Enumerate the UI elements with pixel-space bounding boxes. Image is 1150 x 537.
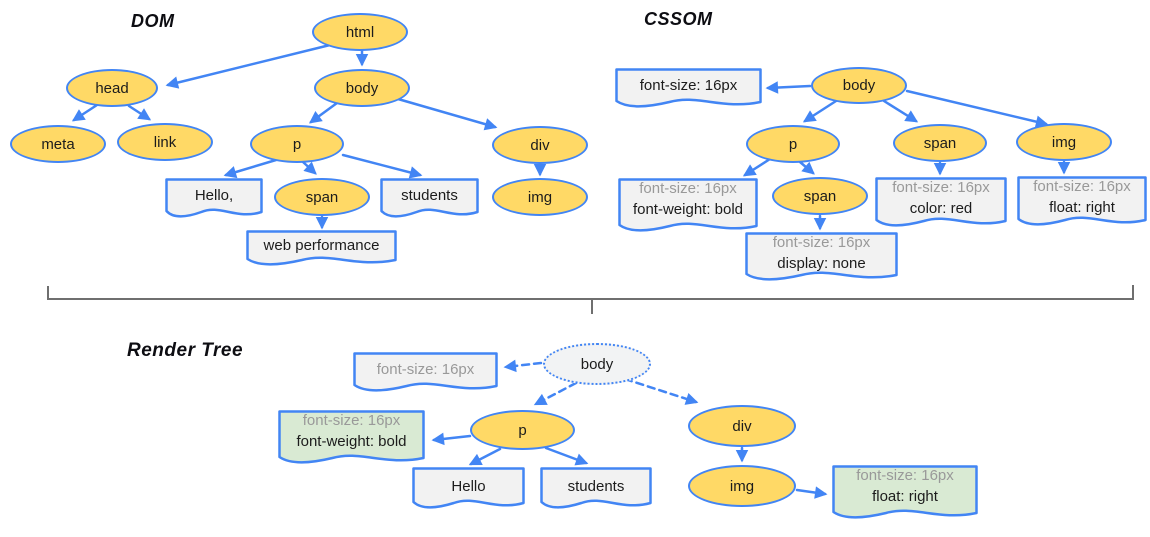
arrow-cssom-body-img [905, 89, 1049, 128]
style-rule: font-weight: bold [632, 201, 744, 218]
arrow-cssom-body-style [765, 81, 812, 94]
style-rule-inherited: font-size: 16px [892, 179, 990, 196]
dom-node-div: div [492, 126, 588, 164]
text-node-label: Hello [451, 478, 486, 495]
arrow-rt-body-div [623, 377, 699, 405]
arrow-rt-p-style [431, 432, 472, 446]
arrow-p-span [301, 160, 317, 175]
style-rule: float: right [1049, 199, 1115, 216]
arrow-html-head [165, 43, 332, 89]
rt-text-hello: Hello [412, 467, 525, 512]
rt-style-img: font-size: 16px float: right [832, 465, 978, 522]
rt-style-body: font-size: 16px [353, 352, 498, 395]
node-label: body [580, 355, 614, 373]
dom-node-span: span [274, 178, 370, 216]
node-label: span [923, 134, 957, 152]
node-label: img [527, 188, 553, 206]
dom-text-hello: Hello, [165, 178, 263, 221]
node-label: head [95, 79, 129, 97]
arrow-rt-body-p [533, 381, 578, 406]
text-node-label: web performance [263, 237, 380, 254]
arrow-rt-img-style [795, 486, 828, 499]
node-label: link [153, 133, 177, 151]
rt-node-p: p [470, 410, 575, 450]
node-label: span [305, 188, 339, 206]
arrow-cssom-body-p [802, 99, 838, 123]
arrow-cssom-body-span [882, 99, 919, 123]
dom-node-head: head [66, 69, 158, 107]
style-rule-inherited: font-size: 16px [1033, 178, 1131, 195]
cssom-node-p: p [746, 125, 840, 163]
arrow-p-hello [223, 158, 278, 179]
merge-brace [47, 285, 1134, 314]
rt-node-img: img [688, 465, 796, 507]
text-node-label: Hello, [194, 187, 234, 204]
style-rule-inherited: font-size: 16px [302, 412, 401, 429]
arrow-cssom-p-style [742, 157, 772, 177]
dom-node-link: link [117, 123, 213, 161]
dom-node-meta: meta [10, 125, 106, 163]
arrow-rt-body-style [503, 359, 543, 373]
dom-title: DOM [131, 11, 175, 31]
node-label: div [530, 136, 550, 154]
text-node-label: students [401, 187, 458, 204]
style-rule: color: red [909, 200, 973, 217]
dom-text-web-performance: web performance [246, 230, 397, 269]
node-label: div [732, 417, 752, 435]
dom-node-p: p [250, 125, 344, 163]
cssom-title: CSSOM [644, 9, 713, 29]
text-node-label: students [567, 478, 625, 495]
arrow-body-p [308, 101, 339, 124]
cssom-style-span-in-p: font-size: 16px display: none [745, 232, 898, 284]
node-label: p [518, 421, 527, 439]
cssom-style-p: font-size: 16px font-weight: bold [618, 178, 758, 235]
node-label: body [842, 77, 876, 94]
style-rule: float: right [872, 488, 938, 505]
node-label: p [788, 135, 798, 153]
node-label: html [345, 23, 375, 41]
node-label: img [1051, 133, 1077, 151]
arrow-rt-p-students [544, 446, 589, 466]
style-rule: font-size: 16px [639, 77, 738, 94]
arrow-p-students [341, 153, 423, 179]
arrow-rt-p-hello [468, 447, 502, 466]
style-rule-inherited: font-size: 16px [639, 180, 737, 197]
render-tree-title: Render Tree [127, 340, 244, 361]
arrow-cssom-p-span [798, 160, 815, 175]
cssom-style-body: font-size: 16px [615, 68, 762, 111]
dom-node-img: img [492, 178, 588, 216]
style-rule-inherited: font-size: 16px [376, 361, 475, 378]
dom-node-html: html [312, 13, 408, 51]
style-rule-inherited: font-size: 16px [856, 467, 954, 484]
node-label: img [729, 477, 755, 495]
node-label: p [292, 135, 302, 153]
arrow-body-div [396, 97, 498, 131]
rt-text-students: students [540, 467, 652, 512]
cssom-node-body: body [811, 67, 907, 104]
cssom-style-span: font-size: 16px color: red [875, 177, 1007, 230]
rt-node-body: body [543, 343, 651, 385]
cssom-node-img: img [1016, 123, 1112, 161]
arrow-head-link [127, 104, 152, 121]
cssom-node-span-in-p: span [772, 177, 868, 215]
cssom-node-span: span [893, 124, 987, 162]
node-label: meta [41, 135, 75, 153]
cssom-style-img: font-size: 16px float: right [1017, 176, 1147, 229]
dom-text-students: students [380, 178, 479, 221]
node-label: span [803, 187, 837, 205]
node-label: body [345, 79, 379, 97]
style-rule: display: none [777, 255, 866, 272]
rt-node-div: div [688, 405, 796, 447]
dom-node-body: body [314, 69, 410, 107]
rt-style-p: font-size: 16px font-weight: bold [278, 410, 425, 467]
arrow-head-meta [71, 103, 99, 122]
style-rule-inherited: font-size: 16px [772, 234, 871, 251]
style-rule: font-weight: bold [296, 433, 407, 450]
